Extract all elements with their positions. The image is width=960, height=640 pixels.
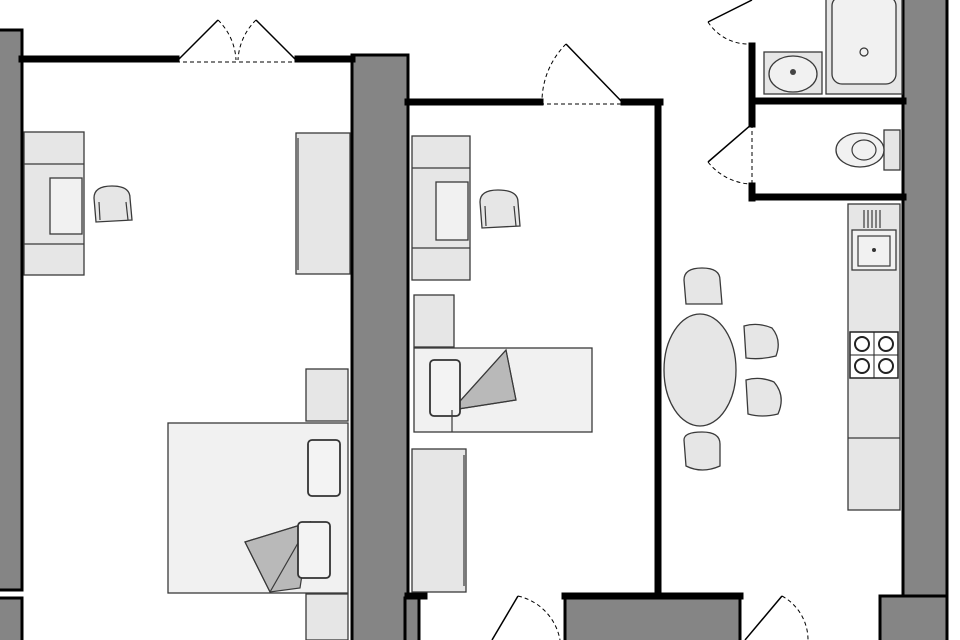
kitchen-sink — [851, 210, 897, 271]
middle-room-furniture — [411, 135, 593, 593]
chair-middle-top — [479, 189, 521, 229]
single-bed — [413, 347, 593, 433]
partitions — [18, 42, 907, 600]
dining-table — [663, 313, 737, 427]
door-bottom-left — [491, 595, 561, 640]
toilet — [835, 129, 901, 171]
chair-dining-right-1 — [743, 323, 779, 360]
wall-right — [901, 0, 949, 600]
bathroom-fixtures — [763, 0, 903, 171]
desk-left-top — [23, 131, 85, 276]
door-room2-top — [540, 43, 625, 105]
doors — [175, 0, 809, 640]
bathtub — [825, 0, 903, 95]
chair-dining-right-2 — [745, 377, 782, 417]
wardrobe-middle-bottom — [411, 448, 467, 593]
wall-left-bottom — [0, 596, 24, 640]
door-bottom-right — [744, 595, 809, 640]
chair-dining-top — [683, 267, 723, 305]
wall-left — [0, 28, 24, 592]
double-bed — [167, 422, 349, 594]
nightstand-middle — [413, 294, 455, 348]
kitchen-dining-furniture — [663, 203, 901, 511]
wall-right-bottom — [878, 594, 949, 640]
nightstand-left-top — [305, 368, 349, 422]
washbasin — [763, 51, 823, 95]
chair-dining-bottom — [683, 431, 721, 471]
door-bathroom — [707, 0, 753, 45]
wall-bottom-left — [403, 596, 421, 640]
stove — [849, 331, 899, 379]
wardrobe-left-top — [295, 132, 351, 275]
nightstand-left-bottom — [305, 593, 349, 640]
wall-middle — [350, 53, 410, 640]
door-double-top-left — [175, 19, 299, 63]
chair-left-top — [93, 185, 133, 223]
wall-bottom-center — [563, 594, 742, 640]
door-wc — [707, 123, 753, 186]
desk-middle-top — [411, 135, 471, 281]
left-room-furniture — [23, 131, 351, 640]
